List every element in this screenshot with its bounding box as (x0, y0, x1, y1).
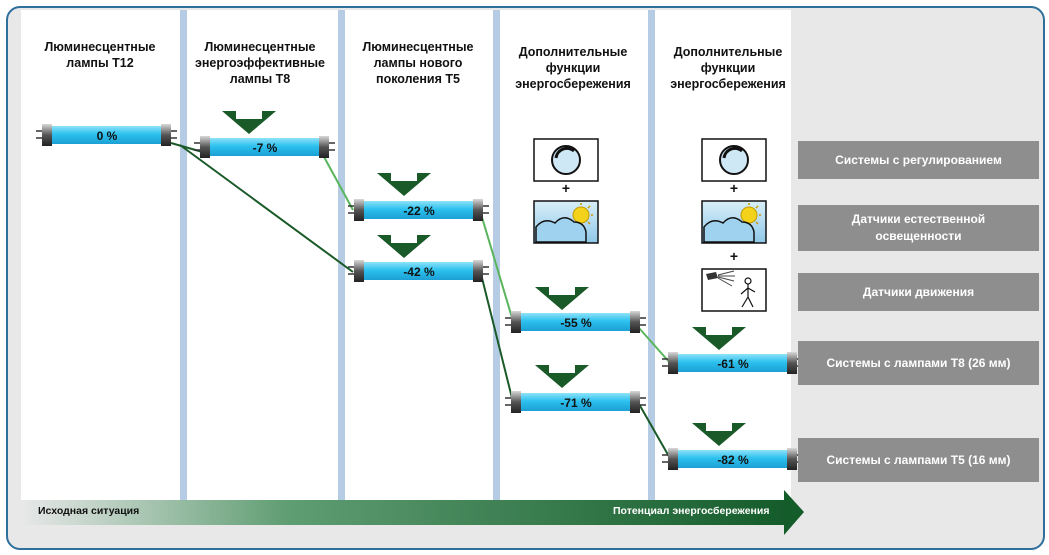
column-title-line: лампы Т8 (229, 72, 291, 86)
savings-potential-label: Потенциал энергосбережения (613, 505, 770, 517)
down-arrow-icon (377, 173, 431, 196)
tube-t12 (36, 124, 177, 146)
column-title-line: Люминесцентные (44, 40, 156, 54)
down-arrows (222, 111, 746, 446)
savings-arrow-head (784, 490, 804, 535)
plus-sign: + (729, 248, 739, 264)
down-arrow-icon (535, 365, 589, 388)
tube-label: -22 % (403, 204, 435, 218)
column-divider (648, 10, 655, 506)
side-box-text: Датчики естественной (851, 212, 986, 226)
plus-sign: + (561, 180, 571, 196)
column-title-line: лампы Т12 (66, 56, 134, 70)
column-title-line: функции (700, 61, 756, 75)
side-box-daylight: Датчики естественной освещенности (798, 205, 1039, 251)
column-title-t5: Люминесцентные лампы нового поколения Т5 (345, 39, 491, 87)
column-title-line: энергосбережения (515, 77, 631, 91)
tube-t8 (194, 136, 335, 158)
down-arrow-icon (377, 235, 431, 258)
column-title-line: энергоэффективные (194, 56, 326, 70)
tube-extra-2 (505, 391, 646, 413)
daylight-sensor-icon (701, 200, 767, 244)
column-title-line: лампы нового (373, 56, 463, 70)
column-divider (180, 10, 187, 506)
diagram-frame: Люминесцентные лампы Т12 Люминесцентные … (6, 6, 1045, 550)
down-arrow-icon (692, 423, 746, 446)
tube-label: -82 % (717, 453, 749, 467)
column-title-line: энергосбережения (670, 77, 786, 91)
column-title-line: Люминесцентные (362, 40, 474, 54)
side-box-text: Системы с регулированием (835, 152, 1002, 167)
side-box-motion: Датчики движения (798, 273, 1039, 311)
connector-line (322, 154, 354, 211)
icons-column-5 (701, 138, 767, 312)
dimmer-icon (533, 138, 599, 182)
side-box-text: освещенности (875, 229, 962, 243)
tube-label: -61 % (717, 357, 749, 371)
column-divider (338, 10, 345, 506)
tube-t5 (348, 199, 489, 221)
tube-label: 0 % (96, 129, 118, 143)
connector-line (480, 273, 514, 403)
daylight-sensor-icon (533, 200, 599, 244)
down-arrow-icon (535, 287, 589, 310)
connector-line (638, 327, 672, 365)
tube-label: -71 % (560, 396, 592, 410)
side-box-text: Системы с лампами Т5 (16 мм) (826, 452, 1011, 467)
tube-label: -55 % (560, 316, 592, 330)
side-box-t5-systems: Системы с лампами Т5 (16 мм) (798, 438, 1039, 482)
plus-sign: + (729, 180, 739, 196)
column-title-line: Люминесцентные (204, 40, 316, 54)
connector-line (480, 213, 514, 322)
tube-t5-plus (348, 260, 489, 282)
icons-column-4 (533, 138, 599, 244)
side-box-text: Системы с лампами Т8 (26 мм) (826, 355, 1011, 370)
column-title-line: Дополнительные (518, 45, 628, 59)
tubes (36, 124, 803, 470)
column-title-line: поколения Т5 (376, 72, 460, 86)
savings-arrow-shaft (21, 500, 784, 525)
column-title-extra-2: Дополнительные функции энергосбережения (655, 44, 801, 92)
down-arrow-icon (222, 111, 276, 134)
diagram-canvas (21, 10, 804, 535)
column-divider (493, 10, 500, 506)
column-backgrounds (21, 10, 791, 506)
tube-label: -42 % (403, 265, 435, 279)
connector-line (179, 144, 354, 273)
savings-potential-arrow (21, 490, 804, 535)
column-title-extra-1: Дополнительные функции энергосбережения (500, 44, 646, 92)
connector-line (638, 403, 672, 461)
initial-situation-label: Исходная ситуация (38, 505, 140, 517)
columns-area (21, 10, 791, 506)
column-title-t8: Люминесцентные энергоэффективные лампы Т… (187, 39, 333, 87)
tube-label: -7 % (252, 141, 278, 155)
motion-sensor-icon (701, 268, 767, 312)
dimmer-icon (701, 138, 767, 182)
side-box-regulation: Системы с регулированием (798, 141, 1039, 179)
column-title-line: функции (545, 61, 601, 75)
column-title-line: Дополнительные (673, 45, 783, 59)
down-arrow-icon (692, 327, 746, 350)
column-title-t12: Люминесцентные лампы Т12 (27, 39, 173, 71)
side-box-t8-systems: Системы с лампами Т8 (26 мм) (798, 341, 1039, 385)
tube-extra-1 (505, 311, 646, 333)
side-box-text: Датчики движения (862, 284, 975, 299)
